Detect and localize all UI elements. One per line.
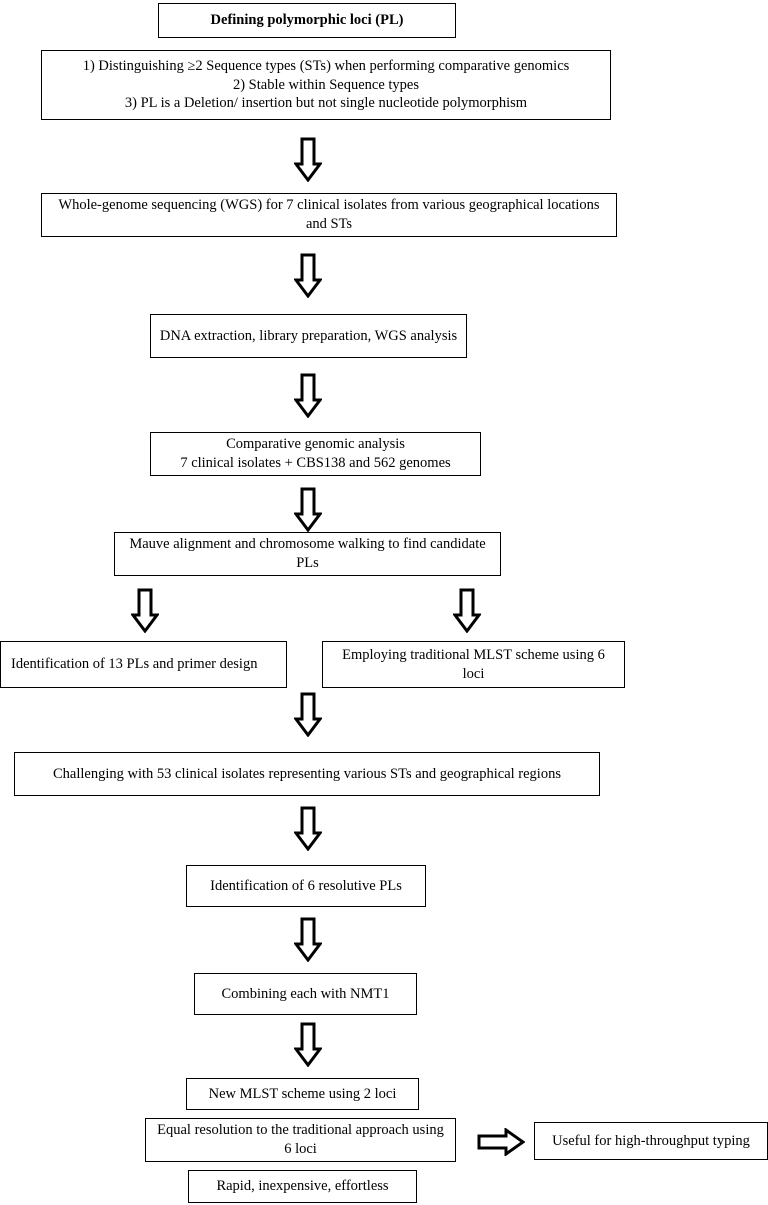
arrow-nmt1-to-newmlst	[294, 1022, 322, 1067]
arrow-dna-to-comparative	[294, 373, 322, 418]
arrow-comparative-to-mauve	[294, 487, 322, 532]
node-equal-resolution-label: Equal resolution to the traditional appr…	[157, 1122, 444, 1157]
node-traditional-mlst-label: Employing traditional MLST scheme using …	[342, 646, 605, 682]
arrow-challenging-to-identification6	[294, 806, 322, 851]
node-identification-6-pls: Identification of 6 resolutive PLs	[186, 865, 426, 907]
node-identification-6-pls-label: Identification of 6 resolutive PLs	[210, 877, 402, 894]
node-criteria: 1) Distinguishing ≥2 Sequence types (STs…	[41, 50, 611, 120]
node-mauve-alignment: Mauve alignment and chromosome walking t…	[114, 532, 501, 576]
arrow-down-icon	[294, 806, 322, 851]
node-comparative-genomic-analysis: Comparative genomic analysis 7 clinical …	[150, 432, 481, 476]
arrow-down-icon	[294, 253, 322, 298]
arrow-right-icon	[477, 1128, 525, 1156]
node-comparative-genomic-analysis-label: Comparative genomic analysis 7 clinical …	[180, 436, 451, 471]
node-traditional-mlst: Employing traditional MLST scheme using …	[322, 641, 625, 688]
arrow-down-icon	[294, 487, 322, 532]
arrow-down-icon	[294, 917, 322, 962]
node-identification-13-pls-label: Identification of 13 PLs and primer desi…	[11, 656, 258, 673]
node-combining-nmt1-label: Combining each with NMT1	[221, 985, 390, 1002]
arrow-equal-to-useful	[477, 1128, 525, 1156]
node-criteria-label: 1) Distinguishing ≥2 Sequence types (STs…	[82, 58, 570, 112]
arrow-mauve-to-identification13	[131, 588, 159, 633]
arrow-to-challenging	[294, 692, 322, 737]
node-useful-typing-label: Useful for high-throughput typing	[552, 1132, 750, 1149]
node-rapid-inexpensive-label: Rapid, inexpensive, effortless	[216, 1178, 389, 1195]
node-dna-extraction: DNA extraction, library preparation, WGS…	[150, 314, 467, 358]
node-new-mlst-scheme-label: New MLST scheme using 2 loci	[208, 1085, 397, 1102]
node-challenging-isolates: Challenging with 53 clinical isolates re…	[14, 752, 600, 796]
arrow-identification6-to-nmt1	[294, 917, 322, 962]
node-useful-typing: Useful for high-throughput typing	[534, 1122, 768, 1160]
arrow-down-icon	[131, 588, 159, 633]
node-title-label: Defining polymorphic loci (PL)	[210, 12, 404, 29]
node-challenging-isolates-label: Challenging with 53 clinical isolates re…	[53, 765, 561, 782]
node-identification-13-pls: Identification of 13 PLs and primer desi…	[0, 641, 287, 688]
node-equal-resolution: Equal resolution to the traditional appr…	[145, 1118, 456, 1162]
node-new-mlst-scheme: New MLST scheme using 2 loci	[186, 1078, 419, 1110]
node-mauve-alignment-label: Mauve alignment and chromosome walking t…	[129, 536, 486, 571]
arrow-criteria-to-wgs	[294, 137, 322, 182]
arrow-down-icon	[294, 1022, 322, 1067]
node-dna-extraction-label: DNA extraction, library preparation, WGS…	[159, 327, 458, 344]
arrow-down-icon	[453, 588, 481, 633]
node-wgs-label: Whole-genome sequencing (WGS) for 7 clin…	[58, 197, 600, 232]
arrow-down-icon	[294, 137, 322, 182]
node-title: Defining polymorphic loci (PL)	[158, 3, 456, 38]
arrow-down-icon	[294, 692, 322, 737]
arrow-down-icon	[294, 373, 322, 418]
node-combining-nmt1: Combining each with NMT1	[194, 973, 417, 1015]
node-wgs: Whole-genome sequencing (WGS) for 7 clin…	[41, 193, 617, 237]
arrow-wgs-to-dna	[294, 253, 322, 298]
arrow-mauve-to-mlst6	[453, 588, 481, 633]
node-rapid-inexpensive: Rapid, inexpensive, effortless	[188, 1170, 417, 1203]
